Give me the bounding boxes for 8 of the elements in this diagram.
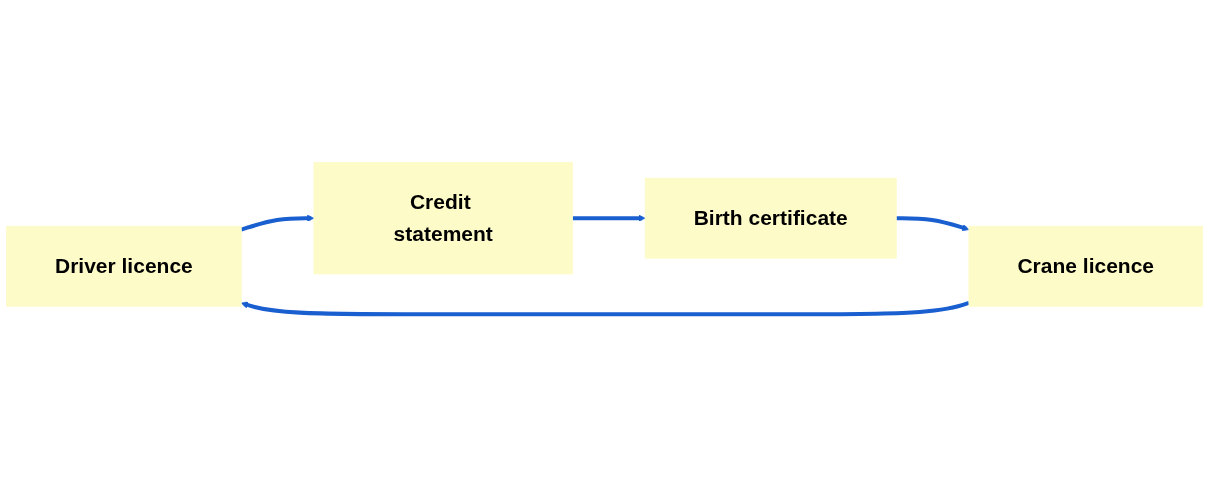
node-box: Driver licence [6,225,242,307]
arrow [240,214,315,232]
node-box: Credit statement [313,162,573,275]
arrow [896,216,970,232]
arrow [572,214,646,222]
node-box: Crane licence [968,225,1203,307]
node-box: Birth certificate [644,177,897,259]
arrow [240,301,970,317]
